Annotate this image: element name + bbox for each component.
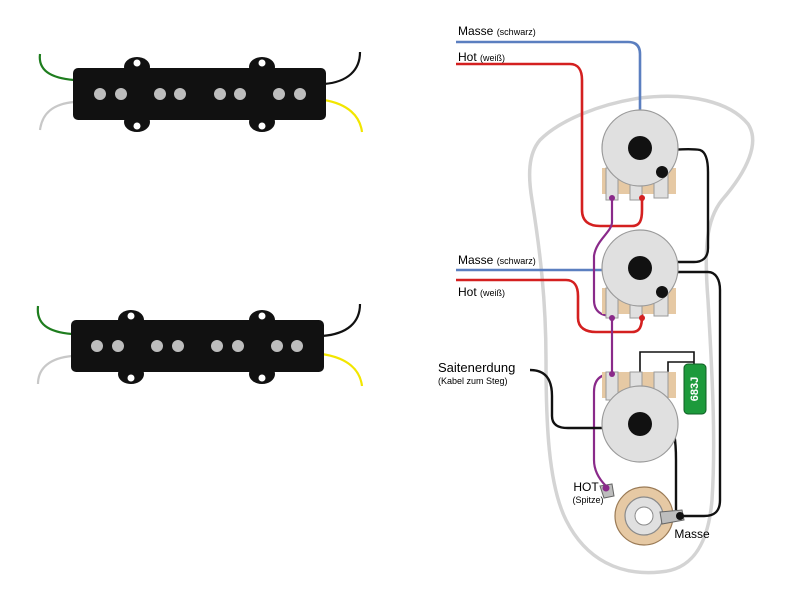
pot-volume-neck-shaft [628,136,652,160]
wire-ground-pot1-chain [663,147,710,264]
label-string-ground: Saitenerdung [438,360,515,375]
label-ground-top: Masse (schwarz) [458,24,536,38]
output-jack-hole [634,506,654,526]
capacitor: 683J [683,363,707,415]
pickup-neck-green-lead [38,53,75,82]
label-jack-hot-note: (Spitze) [572,495,603,505]
control-plate [527,94,755,575]
pickup-neck-body [73,68,326,120]
pickup-bridge-pole-pieces [91,340,303,352]
pickup-bridge [36,303,364,387]
label-jack-hot: HOT [573,480,599,494]
pot-volume-neck [601,109,679,201]
label-string-ground-note: (Kabel zum Steg) [438,376,508,386]
pot-tone-shaft [628,412,652,436]
label-hot-top: Hot (weiß) [458,50,505,64]
wire-hot-top [456,62,644,228]
pickup-bridge-body [71,320,324,372]
pickup-neck-pole-pieces [94,88,306,100]
wire-hot-mid [456,278,644,334]
pot-volume-bridge-shaft [628,256,652,280]
label-jack-ground: Masse [674,527,710,541]
wire-ground-pot2-to-jack [668,270,722,518]
pickup-neck [38,51,364,133]
output-jack [599,483,685,546]
pickup-neck-white-lead [38,100,75,131]
capacitor-leads [639,351,695,376]
wire-string-ground [529,368,632,430]
pickup-neck-black-lead [323,51,362,86]
label-hot-mid: Hot (weiß) [458,285,505,299]
pickup-neck-yellow-lead [323,98,364,133]
pot-volume-neck-ground-lug [656,166,668,178]
pickup-bridge-black-lead [321,303,362,338]
pot-volume-bridge [601,229,679,321]
pot-tone [601,371,679,463]
label-ground-mid: Masse (schwarz) [458,253,536,267]
pickup-bridge-yellow-lead [321,352,364,387]
pickup-bridge-white-lead [36,354,73,385]
pickup-bridge-green-lead [36,305,73,336]
capacitor-label: 683J [689,377,701,401]
pot-volume-bridge-ground-lug [656,286,668,298]
wire-ground-top [456,40,642,150]
